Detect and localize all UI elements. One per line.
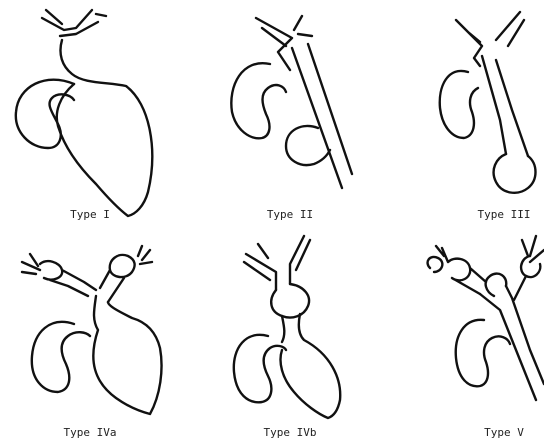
type-1-gallbladder [16,80,74,148]
type-2-diagram: Type II [231,16,352,221]
type-5-bile-duct [480,276,544,400]
type-1-hepatic-ducts [42,10,106,36]
type-3-label: Type III [478,208,531,221]
type-5-intrahepatic-cysts [428,236,544,296]
type-4b-label: Type IVb [264,426,317,439]
type-2-label: Type II [267,208,313,221]
type-4a-extrahepatic-cyst [93,296,161,414]
type-5-label: Type V [484,426,524,439]
type-1-label: Type I [70,208,110,221]
type-3-bile-duct [456,12,528,156]
type-4a-intrahepatic-cysts [22,246,152,302]
type-2-bile-duct [256,16,352,188]
type-4b-diagram: Type IVb [234,236,340,439]
type-4a-diagram: Type IVa [22,246,162,439]
type-4b-hepatic-ducts [244,236,310,290]
type-3-diagram: Type III [440,12,536,221]
type-4a-gallbladder [32,322,90,392]
type-4b-distal-cyst [281,314,341,418]
type-5-diagram: Type V [428,236,544,439]
type-5-gallbladder [456,320,510,386]
type-3-choledochocele [494,154,536,193]
type-2-diverticulum [286,126,330,165]
type-3-gallbladder [440,71,478,138]
type-2-gallbladder [231,63,286,138]
type-4b-gallbladder [234,335,286,402]
type-1-diagram: Type I [16,10,152,221]
type-1-cyst [57,40,152,216]
type-4a-label: Type IVa [64,426,117,439]
